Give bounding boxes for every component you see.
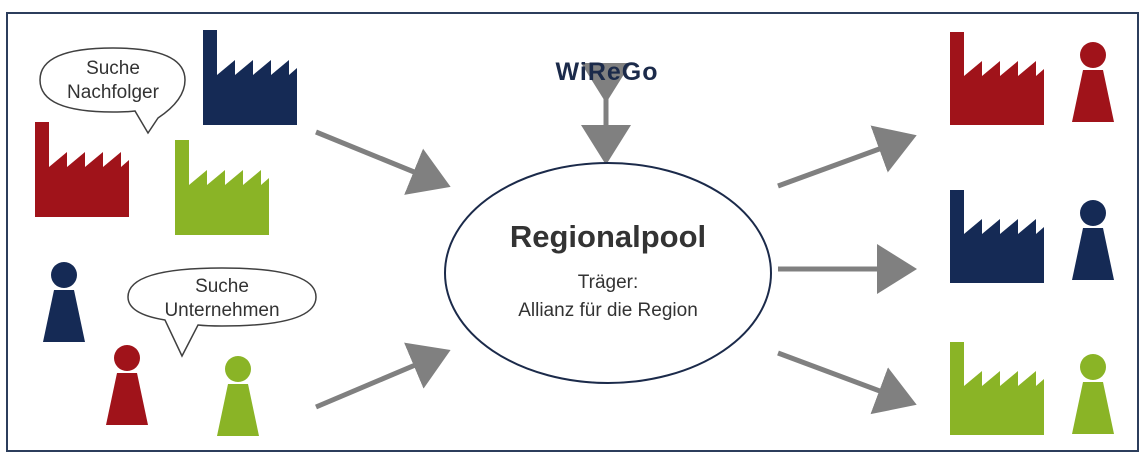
carrier-label: Träger: bbox=[578, 272, 639, 293]
bubble-successor-line2: Nachfolger bbox=[67, 82, 160, 103]
factory-icon bbox=[203, 30, 297, 125]
person-icon bbox=[106, 345, 148, 425]
arrows bbox=[315, 63, 917, 415]
bubble-successor-line1: Suche bbox=[86, 58, 140, 79]
bubble-company-line2: Unternehmen bbox=[164, 300, 279, 321]
person-icon bbox=[1072, 42, 1114, 122]
person-icon bbox=[1072, 354, 1114, 434]
speech-bubble-successor: Suche Nachfolger bbox=[39, 47, 186, 135]
factory-icon bbox=[950, 342, 1044, 435]
arrow-persons-to-pool bbox=[315, 342, 451, 410]
speech-bubble-company: Suche Unternehmen bbox=[127, 267, 317, 358]
person-icon bbox=[217, 356, 259, 436]
arrow-factories-to-pool bbox=[315, 129, 451, 195]
arrow-pool-to-match-bottom bbox=[777, 350, 917, 415]
factory-icon bbox=[175, 140, 269, 235]
arrow-pool-to-match-top bbox=[777, 125, 917, 189]
person-icon bbox=[1072, 200, 1114, 280]
bubble-company-line1: Suche bbox=[195, 276, 249, 297]
factory-icon bbox=[35, 122, 129, 217]
wirego-label: WiReGo bbox=[556, 58, 659, 86]
factory-icon bbox=[950, 32, 1044, 125]
person-icon bbox=[43, 262, 85, 342]
pool-title: Regionalpool bbox=[510, 219, 706, 254]
regionalpool-node: Regionalpool Träger: Allianz für die Reg… bbox=[444, 162, 772, 384]
factory-icon bbox=[950, 190, 1044, 283]
carrier-name: Allianz für die Region bbox=[518, 300, 698, 321]
